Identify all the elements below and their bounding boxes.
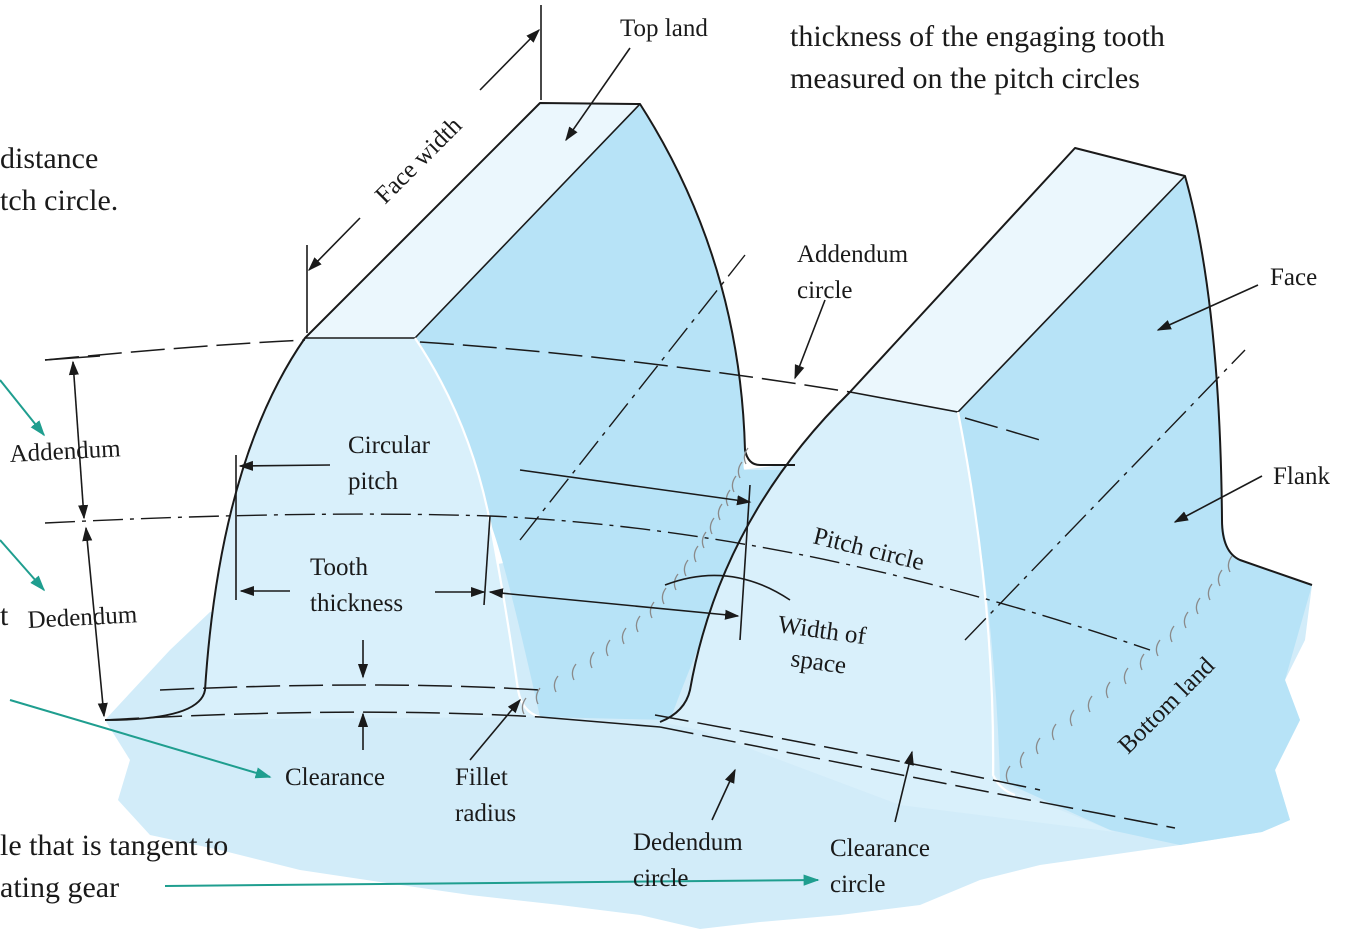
label-addendum-circle-2: circle bbox=[797, 277, 853, 304]
width-of-space-leader bbox=[664, 574, 791, 601]
label-clearance-circle-2: circle bbox=[830, 871, 886, 898]
face-arrow bbox=[1156, 284, 1259, 331]
addendum-dim-top-ext bbox=[44, 355, 101, 361]
note-bottom-line-1: le that is tangent to bbox=[0, 829, 228, 862]
label-dedendum-circle-2: circle bbox=[633, 865, 689, 892]
teal-arrow-addendum bbox=[0, 379, 45, 437]
bottom-land-edge bbox=[539, 716, 661, 728]
note-left-line-1: distance bbox=[0, 142, 98, 175]
face-width-arrow-2 bbox=[479, 28, 541, 91]
tooth-1-side bbox=[415, 104, 800, 720]
tooth-2-side bbox=[958, 176, 1312, 845]
tooth-2-front bbox=[660, 392, 1115, 832]
teal-arrow-clearance bbox=[9, 699, 272, 779]
label-top-land: Top land bbox=[620, 15, 708, 42]
note-left-line-2: tch circle. bbox=[0, 184, 118, 217]
addendum-dim-arrow bbox=[68, 360, 89, 520]
addendum-circle-arrow bbox=[794, 299, 826, 380]
face-width-arrow-1 bbox=[307, 217, 361, 272]
fillet-radius-arrow bbox=[469, 698, 521, 761]
tooth-1-front bbox=[105, 338, 540, 720]
circular-pitch-arrow-2 bbox=[519, 469, 752, 506]
label-circular-pitch-2: pitch bbox=[348, 468, 398, 495]
label-fillet-radius-2: radius bbox=[455, 800, 516, 827]
addendum-circle-line bbox=[44, 339, 1041, 441]
tooth-1-centerline bbox=[519, 254, 746, 541]
circular-pitch-arrow-1 bbox=[238, 460, 331, 471]
note-left-fragment: t bbox=[0, 599, 9, 632]
note-bottom-line-2: ating gear bbox=[0, 871, 119, 904]
label-tooth-thickness-2: thickness bbox=[310, 590, 403, 617]
clearance-circle-arrow bbox=[894, 750, 914, 823]
clearance-circle-line bbox=[104, 711, 1176, 829]
width-of-space-arrow bbox=[488, 588, 740, 620]
dedendum-circle-line bbox=[159, 684, 1041, 791]
label-dedendum-circle-1: Dedendum bbox=[633, 829, 743, 856]
tooth-2-flank-edge bbox=[956, 411, 1016, 797]
dedendum-dim-arrow bbox=[82, 526, 108, 718]
label-clearance: Clearance bbox=[285, 764, 385, 791]
dedendum-circle-arrow bbox=[711, 768, 736, 821]
label-flank: Flank bbox=[1273, 463, 1330, 490]
circular-pitch-ext-2 bbox=[739, 484, 751, 641]
teal-arrow-clearance-circle bbox=[164, 874, 820, 887]
note-top-right-line-1: thickness of the engaging tooth bbox=[790, 20, 1165, 53]
note-top-right-line-2: measured on the pitch circles bbox=[790, 62, 1140, 95]
label-dedendum: Dedendum bbox=[27, 601, 139, 634]
label-addendum-circle-1: Addendum bbox=[797, 241, 909, 268]
label-face: Face bbox=[1270, 264, 1317, 291]
tooth-2-top-land bbox=[850, 148, 1185, 412]
flank-arrow bbox=[1173, 475, 1263, 523]
label-circular-pitch-1: Circular bbox=[348, 432, 431, 459]
label-addendum: Addendum bbox=[9, 435, 122, 468]
tooth-2-centerline bbox=[964, 349, 1246, 641]
fillet-hatch-2 bbox=[1005, 555, 1233, 783]
label-clearance-circle-1: Clearance bbox=[830, 835, 930, 862]
tooth-1-top-land bbox=[305, 103, 640, 338]
tooth-2-outline bbox=[659, 147, 1313, 723]
top-land-arrow bbox=[565, 47, 631, 142]
pitch-circle-line bbox=[44, 513, 1151, 651]
label-tooth-thickness-1: Tooth bbox=[310, 554, 368, 581]
teal-arrow-dedendum bbox=[0, 539, 46, 592]
label-fillet-radius-1: Fillet bbox=[455, 764, 508, 791]
